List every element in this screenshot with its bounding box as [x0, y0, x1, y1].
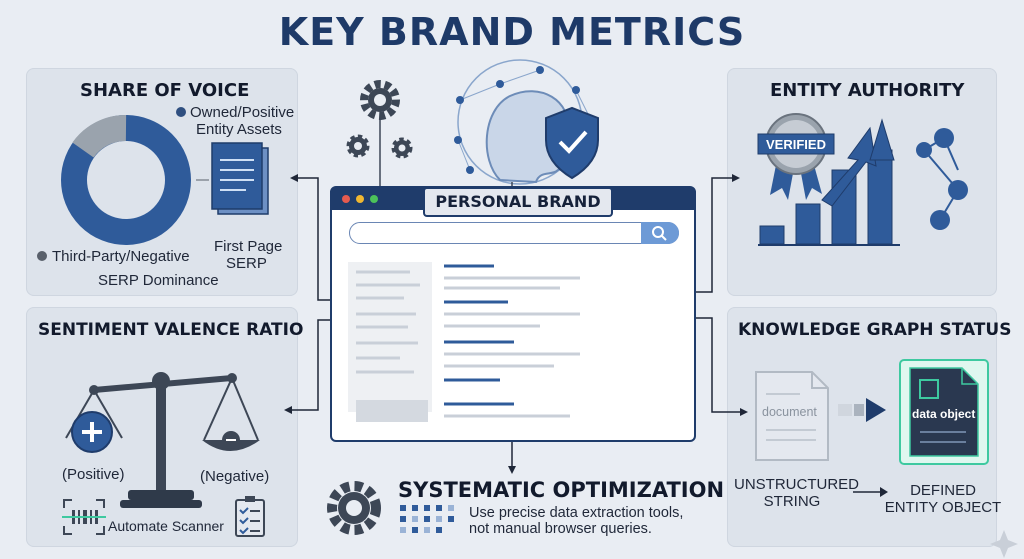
balance-scale-icon: [65, 372, 260, 508]
barcode-scanner-icon: [62, 499, 106, 535]
sentiment-title: SENTIMENT VALENCE RATIO: [38, 320, 304, 340]
share-nodes-icon: [916, 128, 968, 230]
knowledge-graph-title: KNOWLEDGE GRAPH STATUS: [738, 320, 1012, 340]
legend-owned-label: Owned/Positive: [190, 104, 295, 121]
optimization-desc-line-1: Use precise data extraction tools,: [469, 505, 684, 521]
personal-brand-badge: PERSONAL BRAND: [423, 187, 613, 217]
search-icon: [652, 226, 667, 241]
legend-third-label: Third-Party/Negative: [52, 248, 190, 265]
entity-object-label: ENTITY OBJECT: [884, 499, 1002, 516]
unstructured-label: UNSTRUCTURED: [734, 476, 859, 493]
authority-bars-icon: [758, 118, 900, 246]
string-label: STRING: [763, 493, 821, 510]
transform-arrow-icon: [838, 398, 886, 422]
optimization-title: SYSTEMATIC OPTIMIZATION: [398, 478, 725, 502]
shield-check-icon: [545, 106, 599, 180]
optimization-desc-line-2: not manual browser queries.: [469, 521, 652, 537]
serp-sidebar-lines: [356, 270, 420, 374]
defined-arrow-icon: [853, 487, 888, 497]
legend-dot-third: [37, 251, 47, 261]
automate-scanner-label: Automate Scanner: [108, 518, 224, 534]
serp-label: SERP: [226, 255, 267, 272]
document-icon: [755, 371, 829, 461]
sparkle-icon: [990, 530, 1018, 558]
serp-dominance-caption: SERP Dominance: [98, 272, 219, 289]
positive-label: (Positive): [62, 466, 125, 483]
gear-icon-large: [360, 80, 400, 120]
gear-icon-small-left: [346, 134, 370, 158]
gear-icon-small-right: [391, 137, 413, 159]
entity-authority-title: ENTITY AUTHORITY: [770, 80, 965, 101]
verified-seal-icon: [757, 113, 835, 200]
serp-sidebar: [348, 262, 432, 412]
verified-label: VERIFIED: [766, 137, 826, 152]
search-button[interactable]: [641, 222, 679, 244]
data-dots-icon: [400, 505, 454, 533]
connector-arrows: [290, 177, 742, 468]
search-input[interactable]: [349, 222, 679, 244]
defined-label: DEFINED: [910, 482, 976, 499]
document-label: document: [762, 405, 817, 419]
checklist-icon: [235, 496, 265, 537]
legend-dot-owned: [176, 107, 186, 117]
data-object-icon: [899, 359, 989, 465]
page-title: KEY BRAND METRICS: [278, 10, 746, 54]
minimize-dot-icon: [356, 195, 364, 203]
legend-owned-label-2: Entity Assets: [196, 121, 282, 138]
optimization-desc: Use precise data extraction tools, not m…: [469, 505, 683, 537]
gear-icon-bottom: [327, 481, 381, 535]
first-page-label: First Page: [214, 238, 283, 255]
share-donut-icon: [61, 115, 191, 245]
maximize-dot-icon: [370, 195, 378, 203]
positive-plus-icon: [71, 411, 113, 453]
serp-documents-icon: [211, 142, 269, 215]
negative-label: (Negative): [200, 468, 270, 485]
share-of-voice-title: SHARE OF VOICE: [80, 80, 250, 101]
close-dot-icon: [342, 195, 350, 203]
negative-minus-icon: [222, 431, 240, 449]
serp-results: [444, 264, 580, 418]
data-object-label: data object: [912, 407, 976, 421]
